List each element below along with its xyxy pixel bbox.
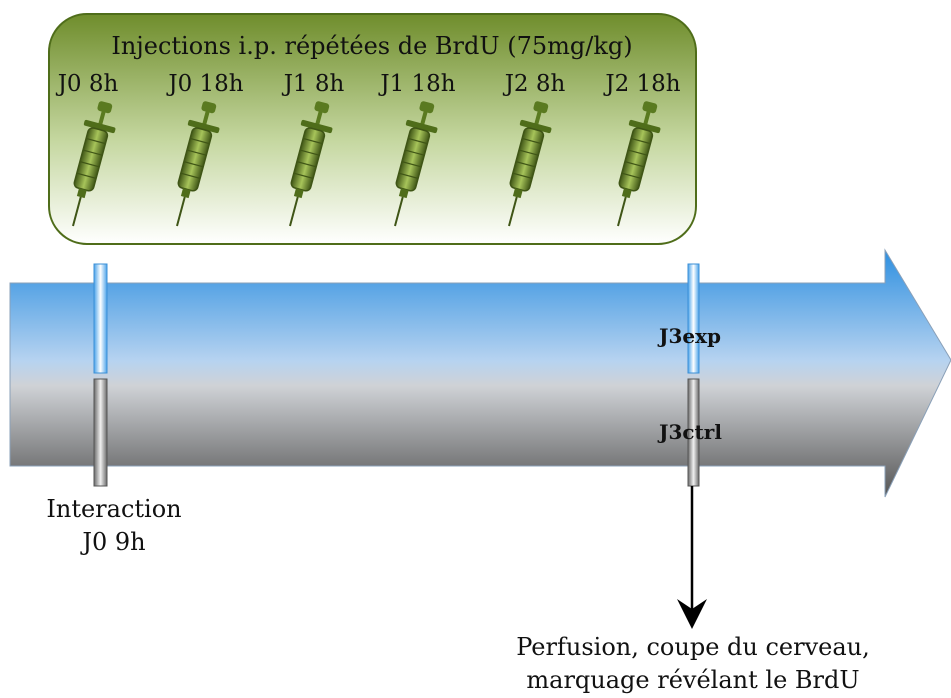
injection-time-label: J0 18h <box>166 71 243 97</box>
syringe-icon <box>617 101 661 227</box>
injection-time-label: J2 8h <box>503 71 566 97</box>
injection-time-label: J1 18h <box>378 71 455 97</box>
syringe-icon <box>72 101 116 227</box>
injection-time-label: J0 8h <box>56 71 119 97</box>
interaction-label-line1: Interaction <box>46 495 181 523</box>
injection-box <box>48 13 697 245</box>
injection-box-title: Injections i.p. répétées de BrdU (75mg/k… <box>111 32 632 60</box>
syringe-icon <box>176 101 220 227</box>
syringe-icon <box>508 101 552 227</box>
injection-time-label: J1 8h <box>282 71 345 97</box>
j3-tick <box>687 263 700 487</box>
outcome-label-line2: marquage révélant le BrdU <box>526 666 859 694</box>
syringe-icon <box>289 101 333 227</box>
interaction-label-line2: J0 9h <box>79 528 145 556</box>
interaction-tick <box>93 263 108 487</box>
outcome-label-line1: Perfusion, coupe du cerveau, <box>516 633 870 661</box>
j3-ctrl-label: J3ctrl <box>657 420 722 444</box>
injection-time-label: J2 18h <box>603 71 680 97</box>
j3-exp-label: J3exp <box>657 324 721 348</box>
timeline-arrow <box>9 248 951 498</box>
syringe-icon <box>394 101 438 227</box>
